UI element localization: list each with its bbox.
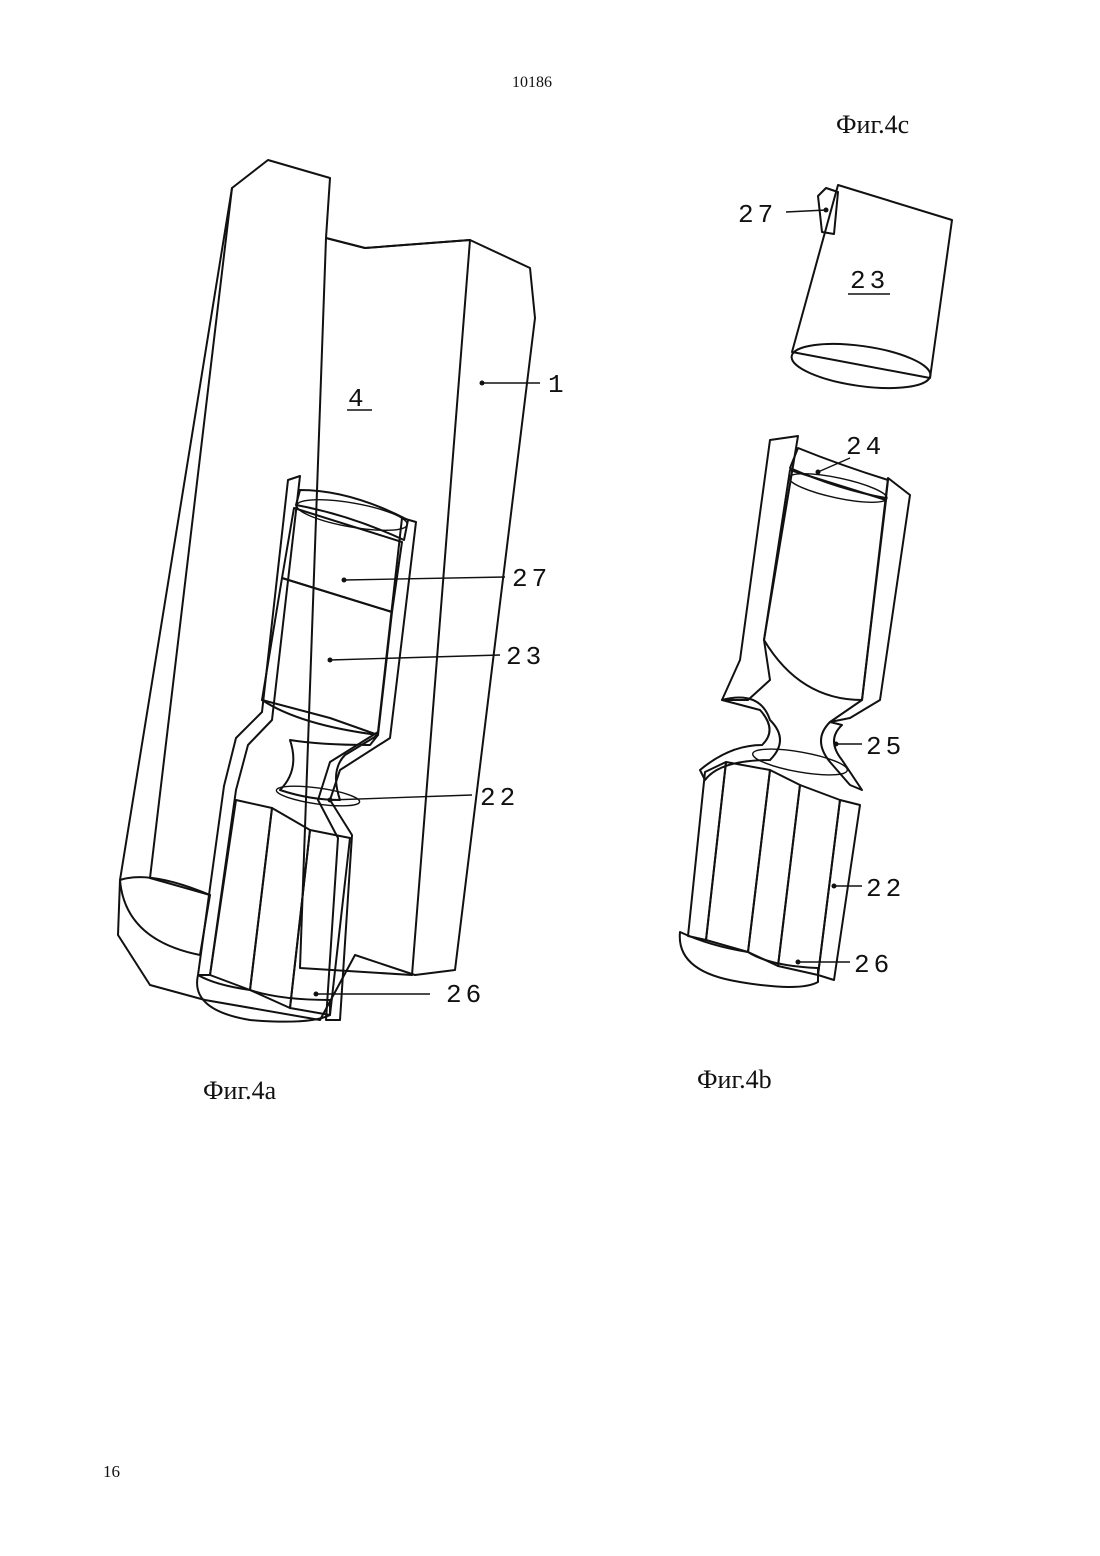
capsule-top-cup [296, 490, 408, 540]
capsule-4b-wall-left [722, 436, 798, 700]
label-22-fig4a: 22 [480, 783, 519, 813]
label-25: 25 [866, 732, 905, 762]
lower-core-left [210, 800, 272, 990]
bore-channel [300, 238, 470, 975]
core-4b-wall-left [688, 762, 726, 940]
figure-4b: 24 25 22 26 [680, 432, 910, 987]
label-24: 24 [846, 432, 885, 462]
label-1: 1 [548, 370, 568, 400]
figure-4a: 4 1 27 23 22 26 [118, 160, 568, 1022]
core-end-face [197, 975, 330, 1022]
label-23-fig4c: 23 [850, 266, 889, 296]
label-22-fig4b: 22 [866, 874, 905, 904]
core-4b-channel [748, 770, 800, 966]
housing-body [118, 160, 535, 1020]
label-27-fig4c: 27 [738, 200, 777, 230]
core-channel [250, 808, 310, 1008]
capsule-wall-left [198, 476, 300, 975]
label-26-fig4a: 26 [446, 980, 485, 1010]
capsule-4b-wall-right [830, 478, 910, 722]
capsule-4b-interior [764, 470, 886, 700]
housing-end-face [120, 877, 210, 955]
figure-4c: 27 23 [738, 185, 952, 396]
label-27-fig4a: 27 [512, 564, 551, 594]
label-26-fig4b: 26 [854, 950, 893, 980]
label-23-fig4a: 23 [506, 642, 545, 672]
